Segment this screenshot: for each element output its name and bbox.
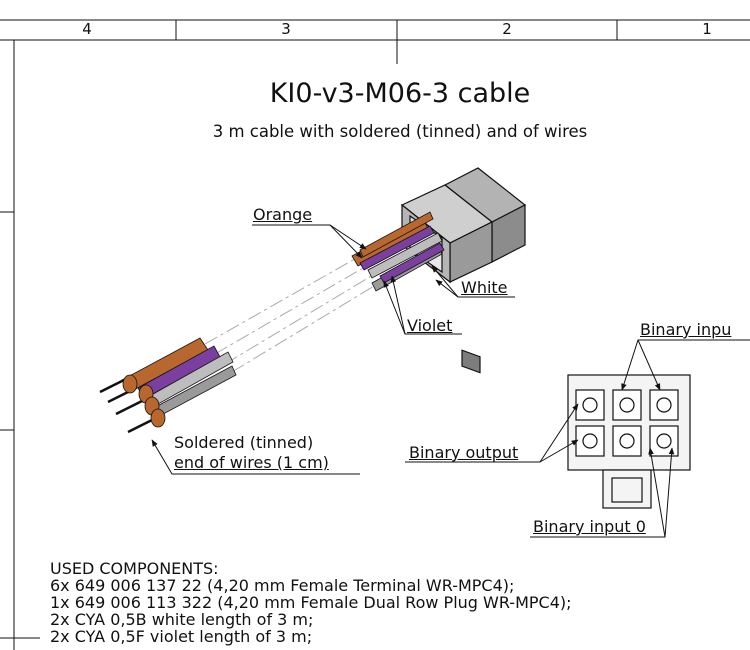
wire-bundle-soldered-end — [99, 337, 237, 434]
connector-front-view — [567, 374, 691, 509]
drawing-subtitle: 3 m cable with soldered (tinned) and of … — [212, 122, 588, 141]
label-white: White — [461, 278, 508, 297]
label-orange: Orange — [253, 205, 313, 224]
leader-lines — [151, 224, 750, 538]
label-binary-input-0: Binary input 0 — [533, 517, 646, 536]
component-item: 2x CYA 0,5F violet length of 3 m; — [50, 627, 313, 646]
drawing-border — [0, 19, 750, 650]
drawing-title: KI0-v3-M06-3 cable — [269, 78, 531, 109]
label-violet: Violet — [407, 316, 453, 335]
terminal-cavities — [575, 389, 679, 457]
component-item: 6x 649 006 137 22 (4,20 mm Female Termin… — [50, 576, 515, 595]
label-soldered-line2: end of wires (1 cm) — [174, 453, 329, 472]
used-components-list: USED COMPONENTS: 6x 649 006 137 22 (4,20… — [50, 560, 572, 645]
label-soldered-line1: Soldered (tinned) — [174, 433, 314, 452]
zone-label-1: 1 — [702, 20, 712, 38]
zone-label-3: 3 — [281, 20, 291, 38]
zone-label-4: 4 — [82, 20, 92, 38]
component-item: 2x CYA 0,5B white length of 3 m; — [50, 610, 314, 629]
cable-length-lines — [204, 255, 385, 373]
connector-plug — [400, 167, 527, 374]
label-binary-output: Binary output — [409, 443, 519, 462]
zone-label-2: 2 — [502, 20, 512, 38]
wire-bundle-connector-end — [351, 211, 445, 292]
label-binary-input-1: Binary inpu — [640, 320, 732, 339]
components-heading: USED COMPONENTS: — [50, 559, 219, 578]
component-item: 1x 649 006 113 322 (4,20 mm Female Dual … — [50, 593, 572, 612]
